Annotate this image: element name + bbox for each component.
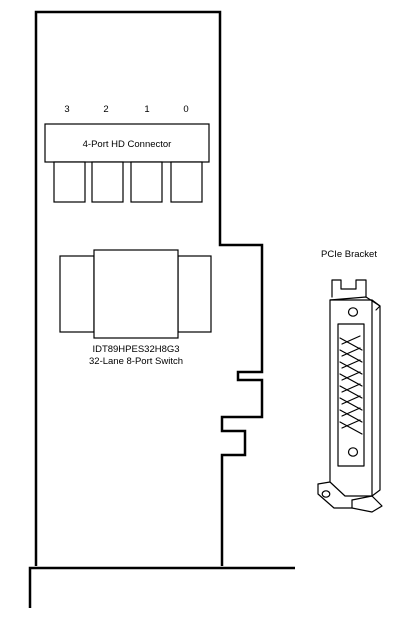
pcie-bracket-label: PCIe Bracket — [321, 249, 377, 260]
port-label-3: 3 — [64, 104, 69, 115]
switch-chip-description: 32-Lane 8-Port Switch — [89, 356, 183, 367]
switch-chip-body — [93, 249, 179, 339]
hd-connector-housing — [44, 123, 210, 163]
port-socket-0 — [170, 161, 203, 203]
hd-connector-label: 4-Port HD Connector — [83, 139, 172, 150]
switch-chip-side-left — [59, 255, 95, 333]
port-socket-3 — [53, 161, 86, 203]
switch-chip-side-right — [177, 255, 212, 333]
switch-chip-part-number: IDT89HPES32H8G3 — [92, 344, 179, 355]
pcie-bracket-illustration — [317, 279, 383, 513]
card-base-edge — [28, 566, 295, 608]
port-socket-1 — [130, 161, 163, 203]
port-label-1: 1 — [144, 104, 149, 115]
port-label-0: 0 — [183, 104, 188, 115]
card-outline — [34, 10, 264, 566]
port-label-2: 2 — [103, 104, 108, 115]
port-socket-2 — [91, 161, 124, 203]
